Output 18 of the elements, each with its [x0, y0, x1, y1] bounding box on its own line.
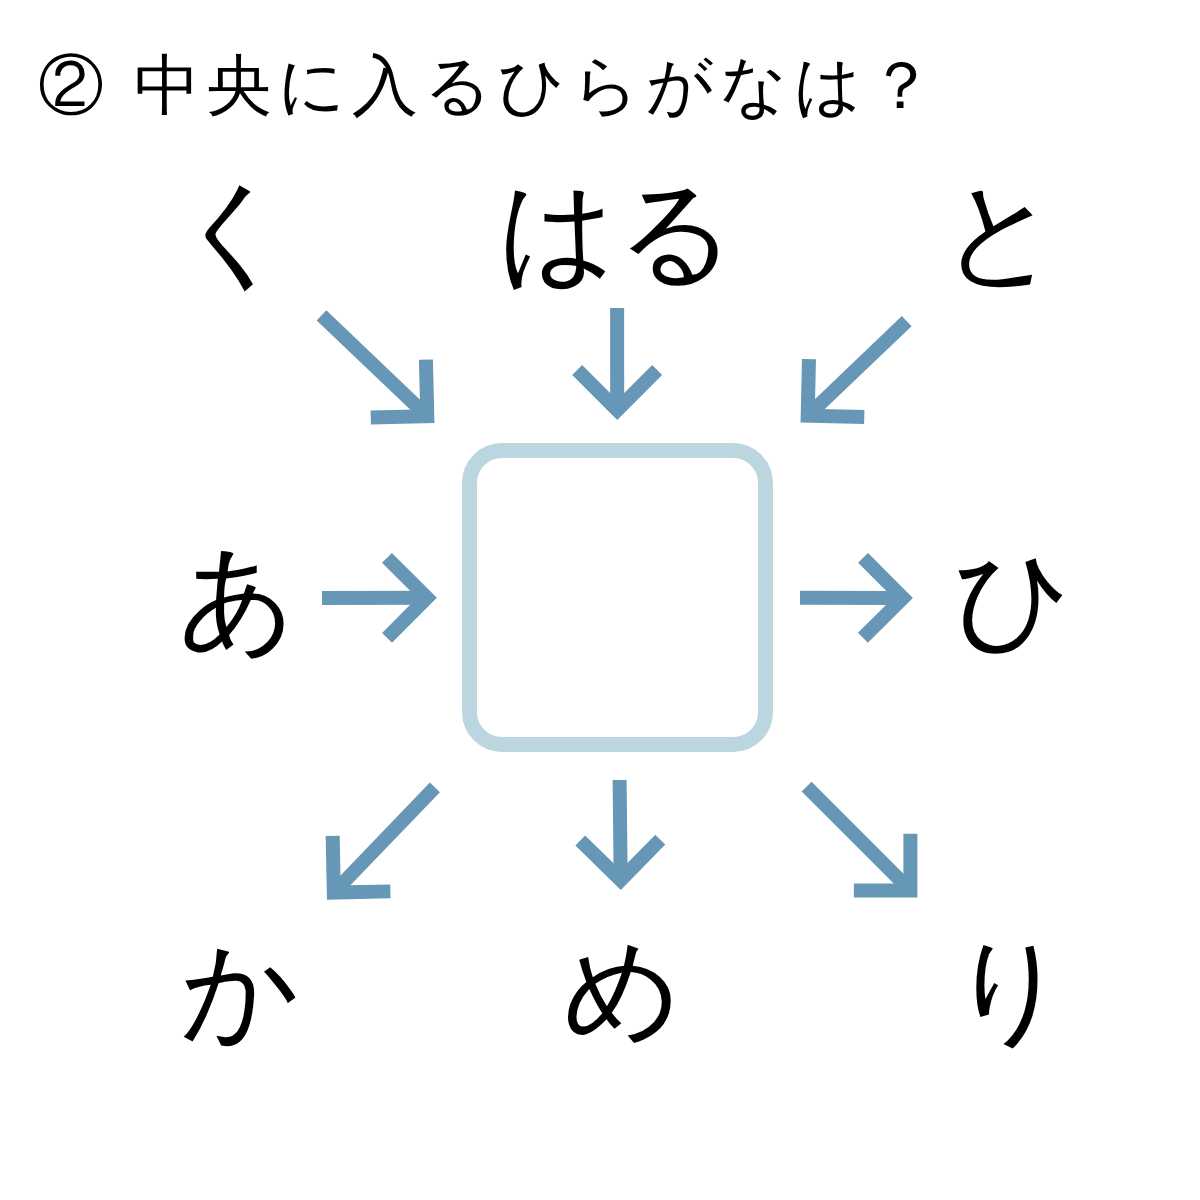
arrow: [800, 316, 912, 424]
title: ② 中央に入るひらがなは？: [38, 52, 941, 118]
arrow: [316, 310, 435, 425]
arrow: [570, 308, 665, 417]
hiragana-text: あ: [177, 538, 297, 658]
answer-box: [462, 443, 773, 752]
arrow: [573, 779, 668, 887]
hiragana-text: め: [562, 930, 682, 1050]
hiragana-text: く: [174, 172, 294, 292]
arrow: [322, 550, 434, 645]
hiragana-text: はる: [497, 172, 737, 292]
hiragana-text: ひ: [953, 538, 1073, 658]
hiragana-text: と: [940, 172, 1060, 292]
arrow: [799, 550, 910, 645]
hiragana-text: り: [950, 930, 1070, 1050]
arrow: [325, 782, 440, 900]
arrow: [801, 781, 918, 898]
hiragana-text: か: [180, 930, 300, 1050]
